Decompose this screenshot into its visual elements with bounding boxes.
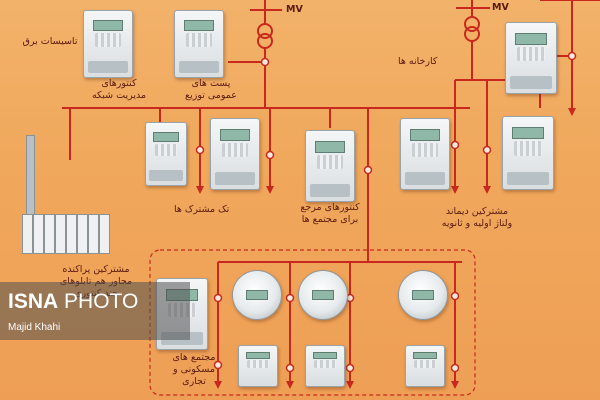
meter-single-subscriber-2 bbox=[210, 118, 260, 190]
breaker bbox=[55, 214, 66, 254]
watermark-banner bbox=[0, 282, 190, 340]
watermark-brand-bold: ISNA bbox=[8, 290, 59, 313]
label-tasisat-bargh: تاسیسات برق bbox=[22, 36, 78, 47]
breaker bbox=[77, 214, 88, 254]
label-residential-commercial: مجتمع های مسکونی و تجاری bbox=[172, 352, 216, 387]
meter-factory-1 bbox=[505, 22, 557, 94]
round-meter-1 bbox=[232, 270, 282, 320]
breaker bbox=[88, 214, 99, 254]
meter-demand-2 bbox=[502, 116, 554, 190]
small-meter-1 bbox=[238, 345, 278, 387]
meter-demand-1 bbox=[400, 118, 450, 190]
label-demand-subscribers: مشترکین دیماند ولتاژ اولیه و ثانویه bbox=[441, 206, 513, 229]
breaker bbox=[33, 214, 44, 254]
label-distribution-post: پست های عمومی توزیع bbox=[185, 78, 237, 101]
watermark-brand: ISNA PHOTO bbox=[8, 290, 138, 314]
meter-network-management-1 bbox=[83, 10, 133, 78]
label-mv-left: MV bbox=[286, 4, 303, 15]
breaker bbox=[99, 214, 110, 254]
breaker-panel bbox=[22, 212, 110, 256]
breaker-rail bbox=[26, 135, 35, 217]
label-reference-meters: کنتورهای مرجع برای مجتمع ها bbox=[300, 202, 360, 225]
round-meter-3 bbox=[398, 270, 448, 320]
label-factories: کارخانه ها bbox=[398, 56, 438, 67]
watermark-photographer: Majid Khahi bbox=[8, 322, 61, 333]
breaker bbox=[66, 214, 77, 254]
label-mv-right: MV bbox=[492, 2, 509, 13]
breaker bbox=[44, 214, 55, 254]
round-meter-2 bbox=[298, 270, 348, 320]
label-network-management: کنتورهای مدیریت شبکه bbox=[91, 78, 147, 101]
meter-distribution-post bbox=[174, 10, 224, 78]
meter-single-subscriber-1 bbox=[145, 122, 187, 186]
small-meter-3 bbox=[405, 345, 445, 387]
meter-reference bbox=[305, 130, 355, 202]
breaker bbox=[22, 214, 33, 254]
label-single-subscribers: تک مشترک ها bbox=[174, 204, 230, 215]
small-meter-2 bbox=[305, 345, 345, 387]
watermark-brand-light: PHOTO bbox=[64, 290, 139, 313]
